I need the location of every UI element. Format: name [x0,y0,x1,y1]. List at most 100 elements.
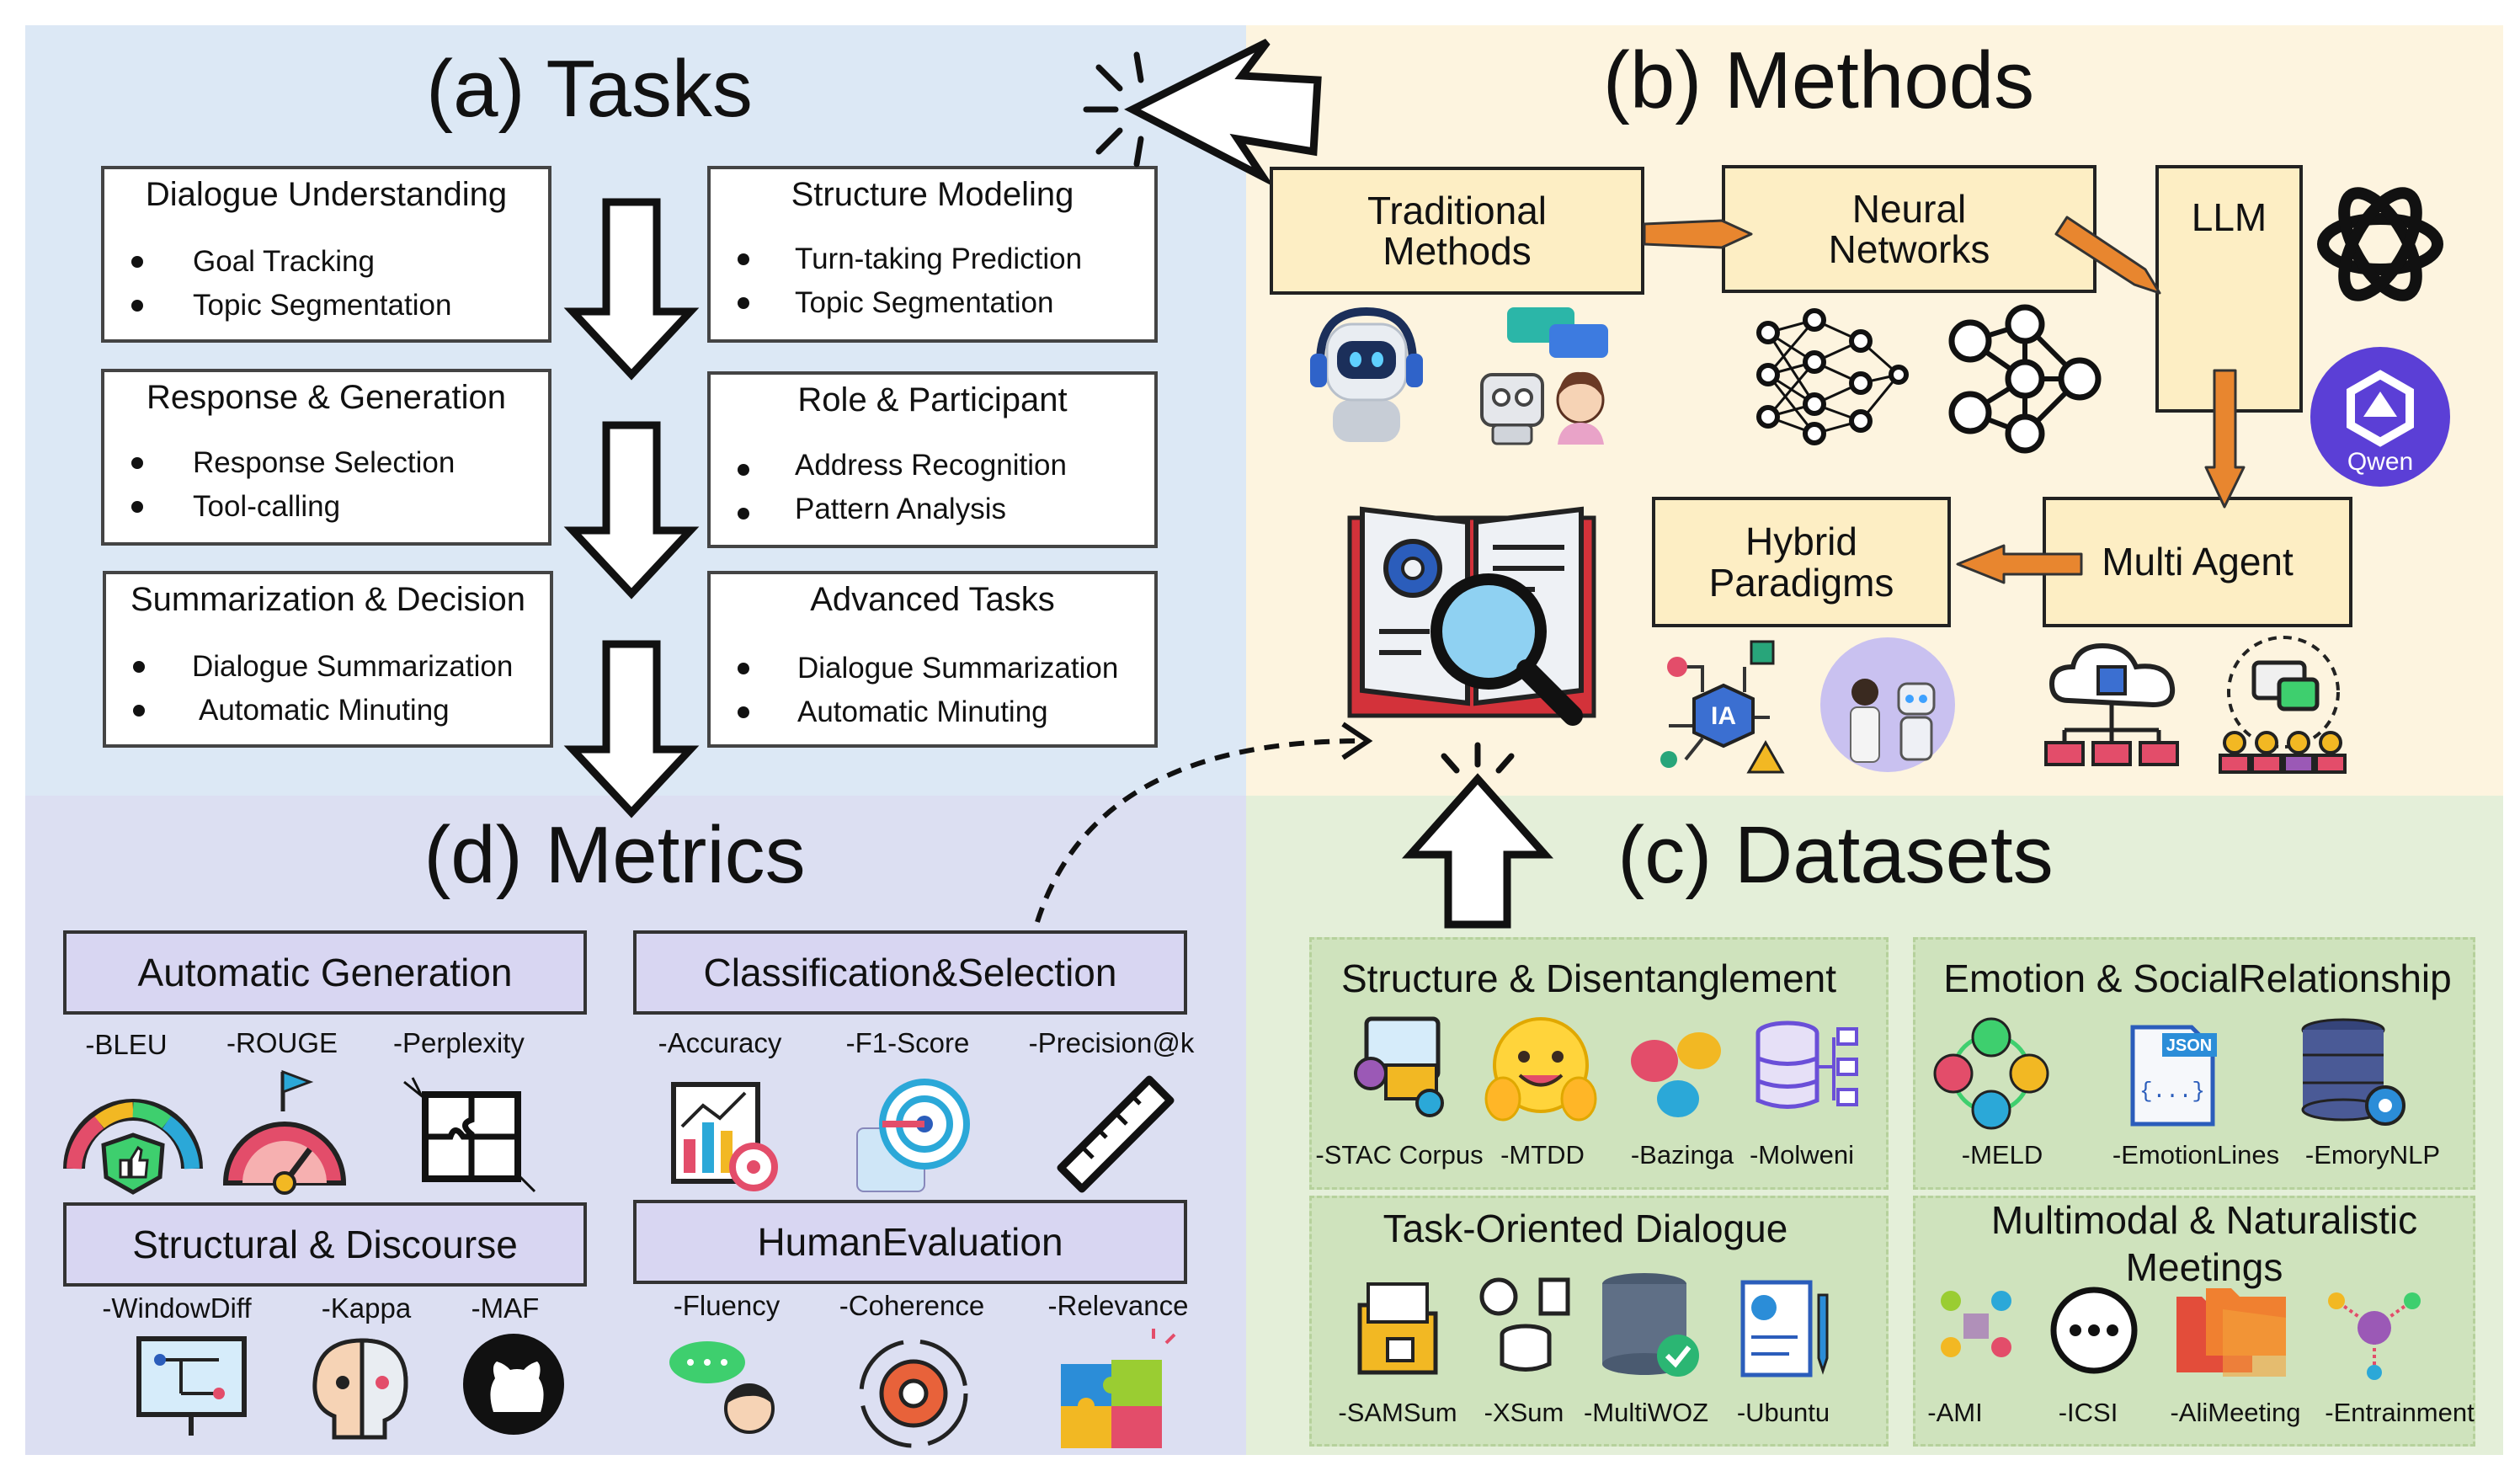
neural-networks-label: Neural Networks [1828,186,1990,271]
metric-label: -Kappa [321,1292,412,1324]
dataset-label: -Entrainment [2325,1398,2475,1427]
bullet-icon [131,300,143,312]
task-item: Dialogue Summarization [192,650,514,683]
json-file-icon: JSON {...} [2130,1025,2217,1127]
task-box-response-generation: Response & Generation Response Selection… [101,369,551,546]
metric-label: -MAF [471,1292,540,1324]
dataset-label: -MTDD [1500,1140,1585,1170]
emoji-chat-icon [1631,1032,1721,1117]
metric-label: -Precision@k [1028,1027,1195,1058]
metric-label: -Perplexity [393,1027,525,1058]
profile-screen-icon [1354,1016,1444,1117]
dataset-label: -MELD [1961,1140,2043,1170]
methods-title: (b) Methods [1602,35,2035,125]
dataset-label: -Ubuntu [1736,1398,1830,1427]
entrainment-network-icon [2328,1292,2421,1380]
task-box-title: Response & Generation [147,379,506,416]
bullet-icon [738,706,749,718]
task-box-advanced-tasks: Advanced Tasks Dialogue Summarization Au… [707,571,1158,748]
task-box-dialogue-understanding: Dialogue Understanding Goal Tracking Top… [101,166,551,343]
bullet-icon [738,297,749,309]
automatic-generation-header: Automatic Generation [63,930,587,1015]
metric-label: -F1-Score [845,1027,970,1058]
group-discussion-icon [2219,636,2347,774]
json-body-text: {...} [2139,1079,2205,1104]
hugging-face-icon [1484,1017,1597,1122]
dataset-label: -AMI [1927,1398,1983,1427]
analytics-target-icon [671,1082,778,1191]
orange-arrow-icon [1643,219,1753,249]
dataset-label: -Molweni [1749,1140,1855,1170]
dataset-label: -MultiWOZ [1583,1398,1709,1427]
bullet-icon [738,464,749,476]
speedometer-flag-icon [222,1069,347,1195]
down-arrow-icon [563,421,700,599]
deep-neural-network-icon [1756,308,1909,445]
chatbot-person-icon [1480,307,1608,445]
bullet-icon [131,457,143,469]
ai-head-icon [312,1338,408,1440]
database-check-icon [1602,1273,1699,1377]
task-item: Address Recognition [795,449,1067,482]
task-item: Dialogue Summarization [797,652,1119,685]
metric-label: -BLEU [85,1029,168,1060]
hybrid-paradigms-label: Hybrid Paradigms [1708,520,1894,605]
human-evaluation-header: HumanEvaluation [633,1200,1187,1284]
dataset-label: -STAC Corpus [1315,1140,1484,1170]
bullet-icon [131,501,143,513]
task-box-title: Role & Participant [797,381,1068,418]
structural-discourse-header: Structural & Discourse [63,1202,587,1287]
up-arrow-cursor-icon [1401,742,1554,929]
task-item: Goal Tracking [193,245,375,278]
classification-selection-header: Classification&Selection [633,930,1187,1015]
multimodal-title-line2: Meetings [2125,1245,2283,1289]
dataset-label: -AliMeeting [2170,1398,2301,1427]
team-meeting-icon [1941,1291,2011,1357]
structure-disentanglement-title: Structure & Disentanglement [1340,956,1837,1000]
cloud-network-icon [2044,642,2179,766]
orange-arrow-icon [2054,216,2161,295]
metric-label: -WindowDiff [102,1292,252,1324]
database-network-icon [1755,1020,1858,1109]
metric-label: -Accuracy [658,1027,782,1058]
hybrid-paradigms-box: Hybrid Paradigms [1652,497,1951,627]
down-arrow-icon [563,198,700,381]
coherence-gear-icon [859,1339,968,1448]
multi-agent-box: Multi Agent [2043,497,2352,627]
task-box-structure-modeling: Structure Modeling Turn-taking Predictio… [707,166,1158,343]
neural-networks-box: Neural Networks [1722,165,2096,293]
task-item: Topic Segmentation [193,289,452,322]
dataset-label: -SAMSum [1338,1398,1457,1427]
dataset-label: -XSum [1484,1398,1564,1427]
report-pen-icon [1740,1280,1829,1377]
dataset-label: -ICSI [2058,1398,2118,1427]
bullet-icon [131,256,143,268]
task-box-role-participant: Role & Participant Address Recognition P… [707,371,1158,548]
task-item: Automatic Minuting [797,695,1048,728]
gauge-thumbs-up-icon [63,1099,203,1195]
metric-label: -ROUGE [226,1027,338,1058]
secure-folder-icon [1357,1282,1438,1375]
task-oriented-title: Task-Oriented Dialogue [1383,1207,1788,1250]
puzzle-icon [403,1077,536,1193]
traditional-methods-label: Traditional Methods [1367,188,1548,273]
dataset-label: -EmoryNLP [2304,1140,2441,1170]
bullet-icon [738,663,749,674]
task-item: Tool-calling [193,490,341,523]
metric-label: -Coherence [839,1290,985,1321]
dashed-curve-arrow-icon [1035,722,1373,923]
database-gear-icon [2301,1018,2405,1126]
github-logo-icon [463,1334,564,1435]
task-box-title: Advanced Tasks [810,581,1055,618]
bullet-icon [738,253,749,265]
dataset-label: -EmotionLines [2112,1140,2280,1170]
task-box-title: Summarization & Decision [130,581,526,618]
human-robot-scene-icon [1820,637,1955,772]
simple-neural-network-icon [1948,304,2102,454]
emotion-faces-icon [1933,1017,2049,1130]
speech-person-icon [669,1341,775,1434]
task-box-summarization-decision: Summarization & Decision Dialogue Summar… [103,571,553,748]
bullet-icon [738,508,749,520]
multimodal-title-line1: Multimodal & Naturalistic [1990,1198,2418,1242]
